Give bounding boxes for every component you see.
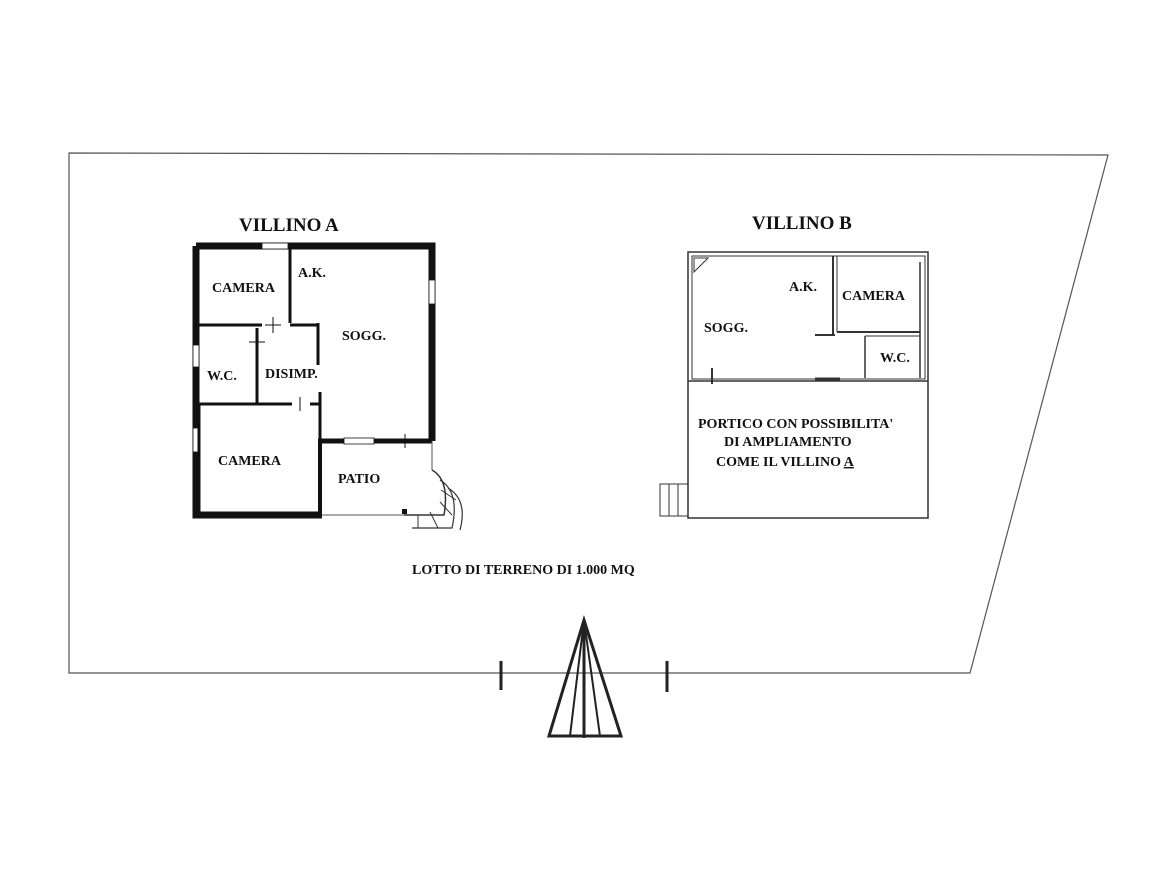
room-label: W.C. (207, 369, 237, 384)
room-label: CAMERA (218, 454, 282, 469)
room-label: SOGG. (342, 329, 386, 344)
room-label: CAMERA (842, 289, 906, 304)
north-arrow-icon (499, 614, 669, 738)
lot-boundary (68, 152, 1109, 674)
room-label: DISIMP. (265, 367, 318, 382)
portico-note-line-2: DI AMPLIAMENTO (724, 435, 852, 450)
portico-note-line-3-text: COME IL VILLINO (716, 455, 844, 470)
room-label: SOGG. (704, 321, 748, 336)
villino-a-plan (192, 242, 463, 531)
room-label: A.K. (298, 266, 326, 281)
room-label: A.K. (789, 280, 817, 295)
portico-note-line-1: PORTICO CON POSSIBILITA' (698, 417, 893, 432)
villino-b-title: VILLINO B (752, 213, 852, 234)
portico-note-line-3: COME IL VILLINO A (716, 455, 855, 470)
portico-note-underlined: A (844, 455, 855, 470)
villino-a-title: VILLINO A (239, 215, 339, 236)
villino-b-plan (659, 251, 929, 519)
room-label: CAMERA (212, 281, 276, 296)
room-label: W.C. (880, 351, 910, 366)
lot-label: LOTTO DI TERRENO DI 1.000 MQ (412, 563, 635, 578)
room-label: PATIO (338, 472, 380, 487)
